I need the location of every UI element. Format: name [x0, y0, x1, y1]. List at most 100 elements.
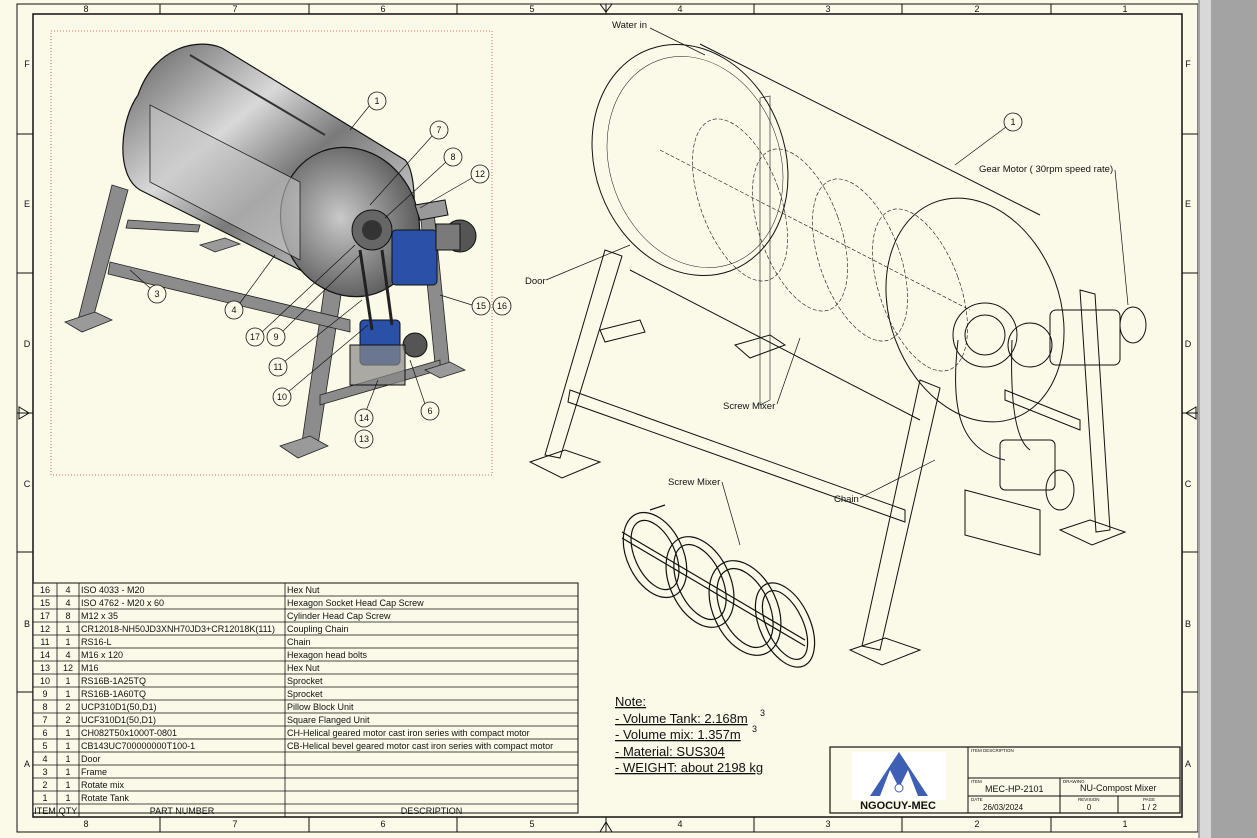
tank-door [149, 104, 301, 261]
zone-row-f: F [24, 59, 30, 69]
note-weight: - WEIGHT: about 2198 kg [615, 760, 763, 775]
bom-row-qty: 1 [65, 689, 70, 699]
svg-text:16: 16 [497, 301, 507, 311]
bom-row-qty: 2 [65, 702, 70, 712]
bom-row-item: 8 [42, 702, 47, 712]
svg-text:1: 1 [374, 96, 379, 106]
bom-row-part-number: Door [81, 754, 101, 764]
zone-row-c: C [24, 479, 31, 489]
balloon-4: 4 [224, 254, 276, 320]
bom-row-description: Hexagon head bolts [287, 650, 368, 660]
svg-text:Screw Mixer: Screw Mixer [668, 477, 720, 488]
bom-row-item: 12 [40, 624, 50, 634]
bom-row-qty: 1 [65, 780, 70, 790]
bom-row-part-number: M16 x 120 [81, 650, 123, 660]
bom-row-part-number: RS16B-1A60TQ [81, 689, 146, 699]
bom-row-part-number: Frame [81, 767, 107, 777]
balloon-13: 13 [354, 429, 374, 449]
bom-frame [32, 582, 579, 814]
date-value: 26/03/2024 [983, 803, 1024, 812]
svg-text:8: 8 [450, 152, 455, 162]
bom-row-description: Hex Nut [287, 663, 320, 673]
bom-row-qty: 1 [65, 624, 70, 634]
notes: Note: - Volume Tank: 2.168m 3 - Volume m… [615, 694, 765, 775]
motor-upper [391, 229, 438, 286]
bom-header-item: ITEM [34, 806, 56, 816]
zone-col-2-bottom: 2 [974, 819, 979, 829]
bom-row-qty: 4 [65, 650, 70, 660]
bom-row-item: 4 [42, 754, 47, 764]
page-label: PAGE [1143, 797, 1155, 802]
bom-row-qty: 2 [65, 715, 70, 725]
bom-row-part-number: UCF310D1(50,D1) [81, 715, 156, 725]
callout-screw-mixer-main: Screw Mixer [723, 337, 801, 412]
zone-row-e: E [24, 199, 30, 209]
notes-title: Note: [615, 694, 646, 709]
zone-col-2: 2 [974, 4, 979, 14]
balloon-1: 1 [349, 91, 387, 131]
scrollbar-thumb[interactable] [1200, 0, 1211, 838]
svg-text:12: 12 [475, 169, 485, 179]
logo-text: NGOCUY-MEC [860, 800, 936, 812]
bom-row-part-number: CR12018-NH50JD3XNH70JD3+CR12018K(111) [81, 624, 275, 634]
bom-row-qty: 4 [65, 585, 70, 595]
bom-row-description: Chain [287, 637, 311, 647]
bom-row-part-number: M16 [81, 663, 99, 673]
zone-ticks [17, 3, 1198, 833]
bom-row-item: 5 [42, 741, 47, 751]
zone-col-8: 8 [83, 4, 88, 14]
svg-text:11: 11 [273, 362, 282, 372]
bom-row-part-number: M12 x 35 [81, 611, 118, 621]
svg-text:Door: Door [525, 276, 546, 287]
drawing-label: DRAWING [1063, 779, 1085, 784]
shaded-isometric-view [50, 30, 493, 476]
bom-row-item: 11 [40, 637, 49, 647]
balloon-11: 11 [268, 299, 363, 377]
bom-row-item: 17 [40, 611, 50, 621]
balloon-8: 8 [384, 147, 463, 219]
screw-mixer-detail [621, 504, 816, 668]
balloon-main-1: 1 [954, 112, 1023, 166]
svg-text:15: 15 [476, 301, 486, 311]
zone-row-e-right: E [1185, 199, 1191, 209]
callout-screw-mixer-detail: Screw Mixer [668, 477, 741, 546]
view-frame [50, 30, 493, 476]
bom-row-part-number: Rotate Tank [81, 793, 129, 803]
drive-assembly [349, 199, 477, 386]
zone-row-f-right: F [1185, 59, 1191, 69]
balloon-16: 16 [492, 296, 512, 316]
bom-row-description: Sprocket [287, 676, 323, 686]
bom-row-qty: 1 [65, 793, 70, 803]
note-volume-mix: - Volume mix: 1.357m [615, 727, 741, 742]
bom-row-item: 3 [42, 767, 47, 777]
svg-text:Water in: Water in [612, 20, 647, 31]
zone-row-c-right: C [1185, 479, 1192, 489]
bom-row-part-number: CB143UC700000000T100-1 [81, 741, 195, 751]
page-value: 1 / 2 [1141, 803, 1157, 812]
zone-col-1-bottom: 1 [1122, 819, 1127, 829]
bom-row-description: CH-Helical geared motor cast iron series… [287, 728, 530, 738]
zone-row-a-right: A [1185, 759, 1191, 769]
balloon-3: 3 [129, 269, 167, 304]
svg-text:17: 17 [250, 332, 260, 342]
zone-row-b: B [24, 619, 30, 629]
svg-text:14: 14 [359, 413, 369, 423]
date-label: DATE [971, 797, 983, 802]
bom-row-description: Pillow Block Unit [287, 702, 354, 712]
zone-col-7: 7 [232, 4, 237, 14]
note-volume-mix-exponent: 3 [752, 724, 757, 734]
bom-row-qty: 12 [63, 663, 73, 673]
bom-row-part-number: RS16B-1A25TQ [81, 676, 146, 686]
zone-labels-top: 8 7 6 5 4 3 2 1 [83, 4, 1127, 14]
zone-col-8-bottom: 8 [83, 819, 88, 829]
title-block: NGOCUY-MEC ITEM DESCRIPTION ITEM MEC-HP-… [829, 746, 1181, 814]
zone-col-5-bottom: 5 [529, 819, 534, 829]
bom-row-item: 16 [40, 585, 50, 595]
svg-text:3: 3 [154, 289, 159, 299]
svg-text:Screw Mixer: Screw Mixer [723, 401, 775, 412]
bom-row-item: 10 [40, 676, 50, 686]
bom-row-qty: 1 [65, 754, 70, 764]
bom-row-item: 15 [40, 598, 50, 608]
note-volume-tank-exponent: 3 [760, 708, 765, 718]
